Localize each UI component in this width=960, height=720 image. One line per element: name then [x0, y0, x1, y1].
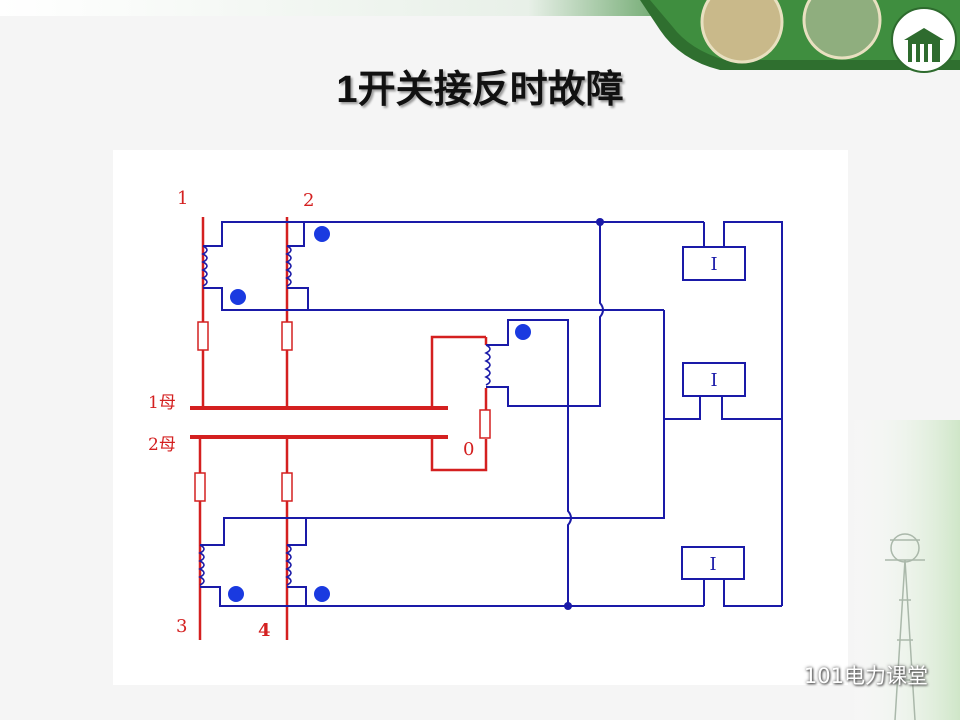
slide-title: 1开关接反时故障	[0, 58, 960, 113]
line-4-label: 4	[258, 620, 271, 641]
ct-coil-1	[201, 245, 208, 287]
line-1-label: 1	[177, 188, 188, 209]
relay-3	[681, 546, 745, 580]
watermark-text: 101电力课堂	[803, 664, 928, 688]
neutral-loop	[430, 335, 486, 410]
line-2-label: 2	[303, 190, 314, 211]
resistor-4	[281, 472, 293, 502]
bus-2-label: 2母	[148, 435, 176, 455]
bus-1-label: 1母	[148, 393, 176, 413]
power-tower-icon	[885, 533, 925, 720]
resistor-1	[197, 321, 209, 351]
wechat-icon	[770, 666, 795, 684]
relay-1	[682, 246, 746, 281]
neutral-label: 0	[463, 439, 474, 460]
polarity-dot-1	[230, 289, 246, 305]
relay-1-label: I	[710, 254, 717, 275]
ct-coil-2	[285, 245, 292, 287]
photo-circle-2	[804, 0, 880, 58]
polarity-dot-2	[314, 226, 330, 242]
ct-coil-4	[285, 544, 292, 586]
title-text: 开关接反时故障	[357, 67, 624, 111]
polarity-dot-4	[314, 586, 330, 602]
ct-coil-3	[198, 544, 205, 586]
line-3-label: 3	[176, 616, 187, 637]
logo-seal-icon	[891, 7, 957, 73]
relay-2	[682, 362, 746, 397]
relay-2-label: I	[710, 370, 717, 391]
photo-circle-1	[702, 0, 782, 62]
ct-coil-0	[484, 344, 491, 386]
resistor-0	[479, 409, 491, 439]
watermark: 101电力课堂	[770, 660, 928, 690]
polarity-dot-3	[228, 586, 244, 602]
relay-3-label: I	[709, 554, 716, 575]
resistor-2	[281, 321, 293, 351]
polarity-dot-0	[515, 324, 531, 340]
title-number: 1	[336, 69, 358, 111]
resistor-3	[194, 472, 206, 502]
